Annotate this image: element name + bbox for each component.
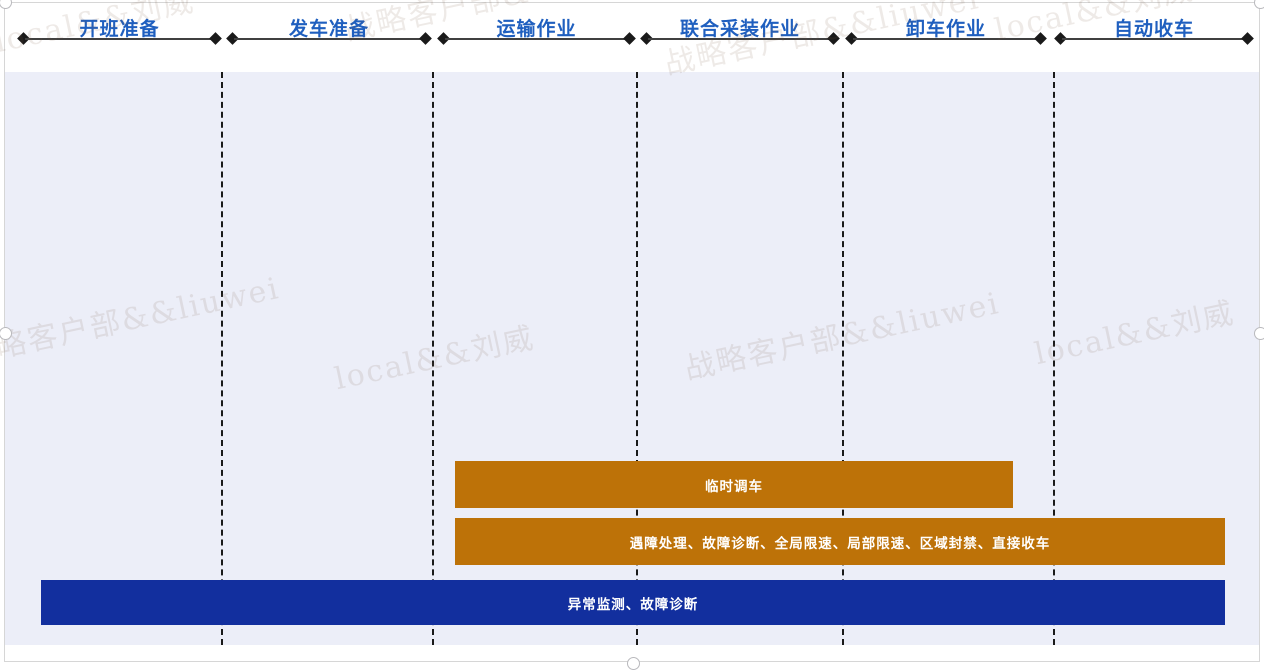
selection-handle-middle-left[interactable] (0, 327, 12, 340)
phase-connector (437, 32, 636, 46)
diamond-marker-end (1241, 32, 1254, 45)
connector-line-right (1141, 38, 1246, 40)
phase-header-2[interactable]: 发车准备 (226, 3, 432, 72)
connector-line-right (934, 38, 1039, 40)
phase-header-5[interactable]: 卸车作业 (845, 3, 1047, 72)
phase-label: 自动收车 (1113, 18, 1194, 40)
bar-temp-dispatch[interactable]: 临时调车 (455, 461, 1013, 508)
connector-line-right (109, 38, 214, 40)
phase-label: 运输作业 (496, 18, 577, 40)
bar-monitoring[interactable]: 异常监测、故障诊断 (41, 580, 1225, 625)
phase-connector (226, 32, 432, 46)
phase-header-1[interactable]: 开班准备 (17, 3, 222, 72)
connector-line-left (25, 38, 130, 40)
phase-connector (845, 32, 1047, 46)
connector-line-right (523, 38, 628, 40)
phase-label: 发车准备 (288, 18, 369, 40)
selection-handle-top-right[interactable] (1254, 0, 1264, 9)
phase-header-4[interactable]: 联合采装作业 (640, 3, 840, 72)
diamond-marker-end (209, 32, 222, 45)
connector-line-left (445, 38, 550, 40)
diamond-marker-end (1034, 32, 1047, 45)
column-divider-1 (221, 72, 223, 645)
phase-label: 联合采装作业 (679, 18, 800, 40)
phase-connector (640, 32, 840, 46)
phase-header-3[interactable]: 运输作业 (437, 3, 636, 72)
connector-line-left (648, 38, 753, 40)
column-divider-4 (842, 72, 844, 645)
bar-exception-handling[interactable]: 遇障处理、故障诊断、全局限速、局部限速、区域封禁、直接收车 (455, 518, 1225, 565)
phase-header-6[interactable]: 自动收车 (1054, 3, 1254, 72)
diamond-marker-end (419, 32, 432, 45)
column-divider-2 (432, 72, 434, 645)
phase-label: 开班准备 (79, 18, 160, 40)
connector-line-right (727, 38, 832, 40)
phase-connector (17, 32, 222, 46)
selection-handle-middle-right[interactable] (1254, 327, 1264, 340)
phase-connector (1054, 32, 1254, 46)
column-divider-5 (1053, 72, 1055, 645)
diamond-marker-end (623, 32, 636, 45)
phase-header-band: 开班准备 发车准备 运输作业 联合采装作业 卸车作业 自动收车 (5, 3, 1259, 72)
connector-line-left (234, 38, 339, 40)
connector-line-left (1062, 38, 1167, 40)
diamond-marker-end (827, 32, 840, 45)
selection-handle-top-left[interactable] (0, 0, 12, 9)
column-divider-3 (636, 72, 638, 645)
selection-handle-bottom-center[interactable] (627, 657, 640, 670)
phase-label: 卸车作业 (905, 18, 986, 40)
connector-line-left (853, 38, 958, 40)
connector-line-right (319, 38, 424, 40)
